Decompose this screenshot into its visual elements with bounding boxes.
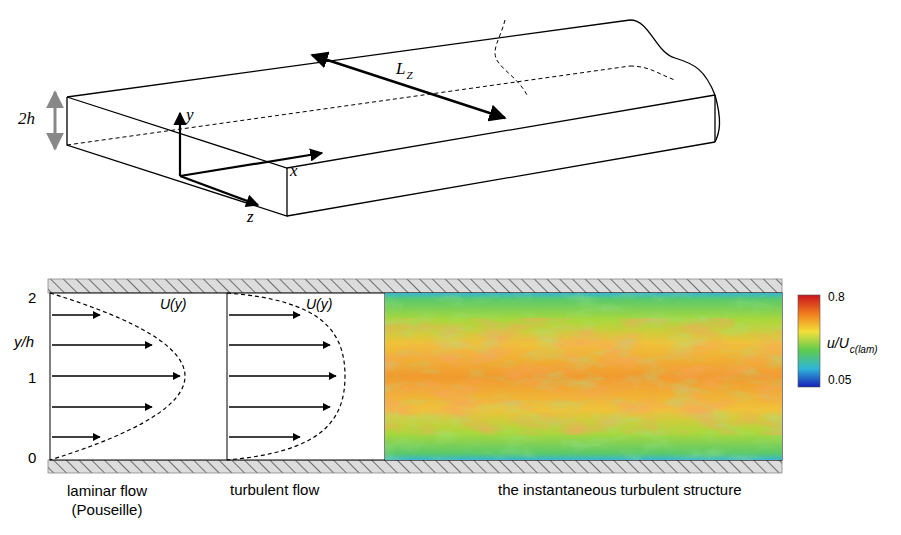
top-wall xyxy=(48,279,782,293)
panel-caption: the instantaneous turbulent structure xyxy=(498,482,742,499)
colorbar-label: u/U xyxy=(827,336,849,351)
thickness-arrow xyxy=(54,92,57,149)
axis-label: y/h xyxy=(14,334,34,351)
axes xyxy=(180,113,322,205)
span-arrow xyxy=(312,55,505,118)
channel-frame xyxy=(50,293,782,460)
bottom-wall xyxy=(48,460,782,473)
2h-label: 2h xyxy=(18,110,35,129)
panel-caption: turbulent flow xyxy=(230,482,319,499)
profile-label: U(y) xyxy=(306,297,332,312)
panel-divider xyxy=(227,293,228,460)
laminar-arrows xyxy=(52,315,180,437)
turbulent-arrows xyxy=(229,315,336,437)
channel-box xyxy=(67,20,720,216)
laminar-profile xyxy=(50,293,185,460)
colorbar xyxy=(798,295,820,387)
colorbar-tick: 0.8 xyxy=(828,291,845,304)
turbulent-field xyxy=(385,293,782,460)
span-subscript: Z xyxy=(406,69,412,81)
axis-label: x xyxy=(290,162,298,181)
panel-caption: laminar flow (Pouseille) xyxy=(48,482,166,520)
span-label: L xyxy=(396,60,405,79)
axis-label: y xyxy=(186,106,194,125)
colorbar-tick: 0.05 xyxy=(828,374,851,387)
hidden-edges xyxy=(67,20,675,145)
tick-label: 2 xyxy=(28,290,36,307)
profile-label: U(y) xyxy=(160,297,186,312)
axis-label: z xyxy=(247,208,254,227)
tick-label: 0 xyxy=(28,450,36,467)
turbulent-profile xyxy=(227,293,345,460)
tick-label: 1 xyxy=(28,370,36,387)
colorbar-subscript: c(lam) xyxy=(850,344,878,355)
